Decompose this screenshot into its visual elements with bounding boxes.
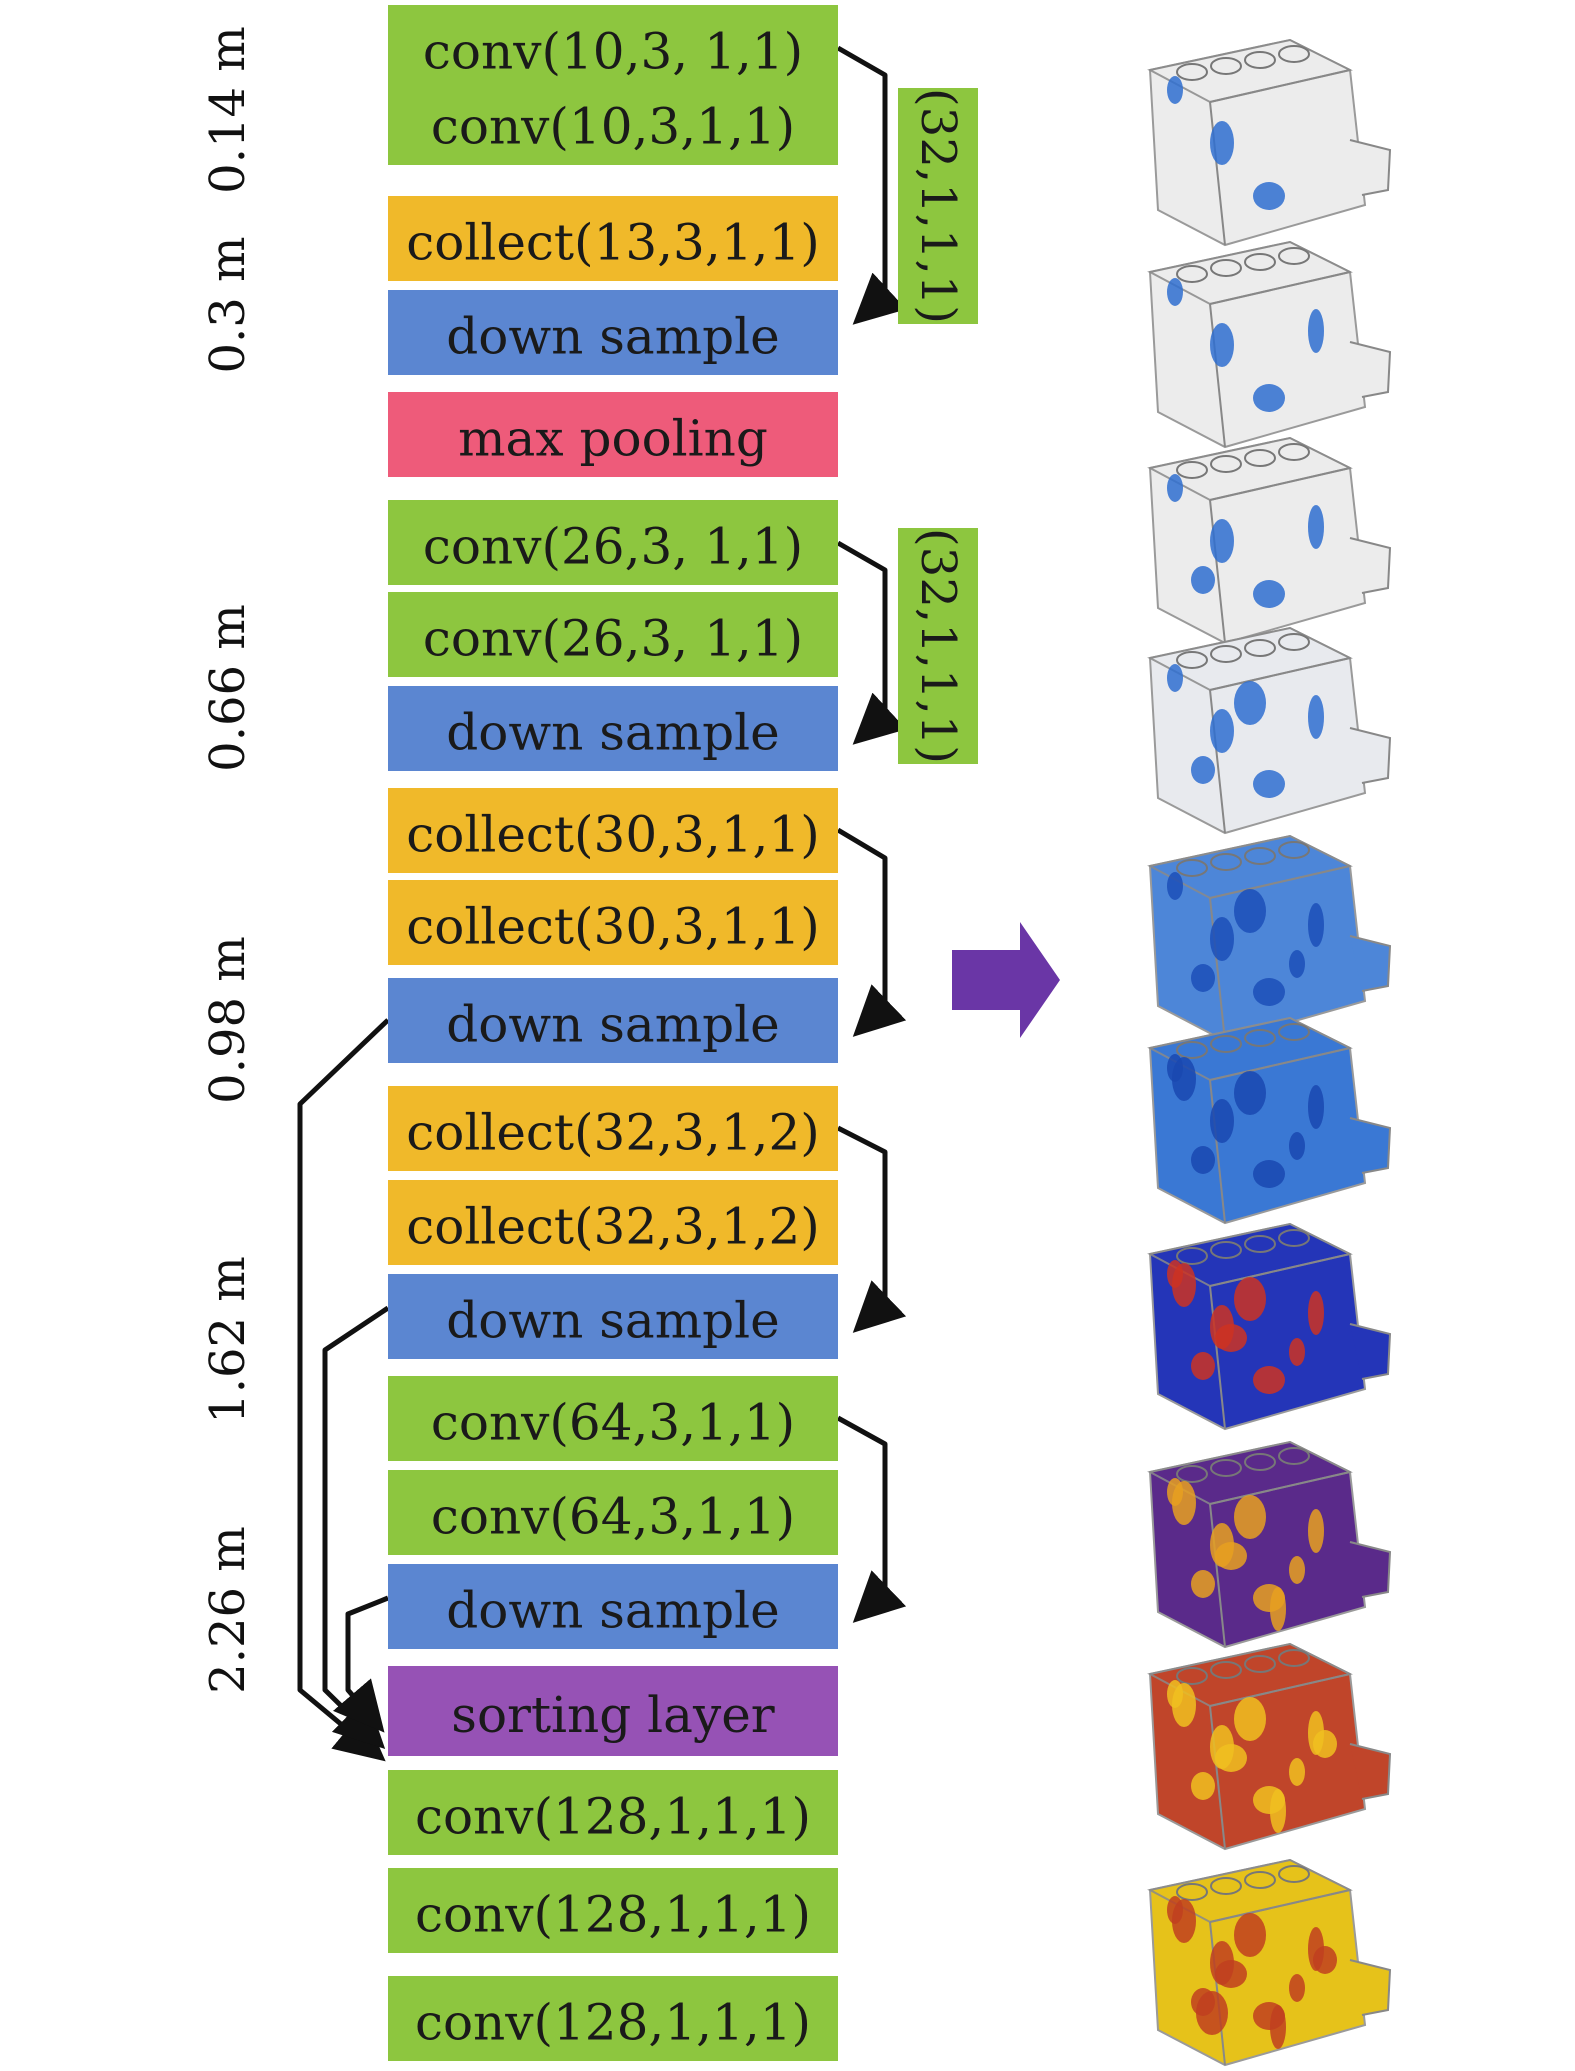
- distance-label-0-66m: 0.66 m: [200, 604, 256, 772]
- engine-render-1: [1147, 38, 1392, 247]
- layer-box-collect: collect(30,3,1,1): [388, 880, 838, 965]
- layer-box-fill: [388, 1564, 838, 1649]
- layer-label: conv(128,1,1,1): [415, 1886, 811, 1944]
- layer-label: conv(26,3, 1,1): [423, 518, 803, 576]
- layer-label: down sample: [446, 996, 779, 1054]
- layer-box-fill: [388, 5, 838, 90]
- layer-box-fill: [388, 978, 838, 1063]
- layer-box-fill: [388, 290, 838, 375]
- engine-render-6: [1147, 1016, 1392, 1225]
- engine-visualization-column: [1147, 38, 1392, 2067]
- long-arrow-from-down-sample-4: [322, 1305, 390, 1750]
- layer-box-collect: collect(32,3,1,2): [388, 1180, 838, 1265]
- layer-box-down: down sample: [388, 290, 838, 375]
- layer-box-fill: [388, 592, 838, 677]
- engine-render-9: [1147, 1642, 1392, 1851]
- long-arrow-from-down-sample-3: [297, 1018, 390, 1762]
- layer-label: conv(26,3, 1,1): [423, 610, 803, 668]
- side-param-label-1: (32,1,1,1): [910, 88, 966, 324]
- layer-label: conv(128,1,1,1): [415, 1788, 811, 1846]
- layer-box-fill: [388, 1180, 838, 1265]
- engine-render-10: [1147, 1858, 1392, 2067]
- distance-labels: 0.14 m 0.3 m 0.66 m 0.98 m 1.62 m 2.26 m: [200, 26, 256, 1694]
- layer-label: conv(128,1,1,1): [415, 1994, 811, 2052]
- layer-box-down: down sample: [388, 1274, 838, 1359]
- skip-connection-arrows: [297, 45, 907, 1762]
- skip-arrow-block-1: [836, 45, 907, 325]
- layer-box-fill: [388, 788, 838, 873]
- skip-arrow-block-4: [836, 1125, 907, 1333]
- engine-render-3: [1147, 436, 1392, 645]
- layer-box-fill: [388, 1274, 838, 1359]
- skip-arrow-block-5: [836, 1415, 907, 1623]
- side-param-box-2: (32,1,1,1): [898, 528, 978, 764]
- layer-box-conv: conv(128,1,1,1): [388, 1868, 838, 1953]
- layer-box-fill: [388, 196, 838, 281]
- layer-label: sorting layer: [451, 1686, 774, 1744]
- engine-render-4: [1147, 626, 1392, 835]
- layer-box-conv: conv(64,3,1,1): [388, 1470, 838, 1555]
- layer-box-fill: [388, 80, 838, 165]
- layer-label: down sample: [446, 1582, 779, 1640]
- side-param-label-2: (32,1,1,1): [910, 528, 966, 764]
- layer-box-fill: [388, 392, 838, 477]
- distance-label-0-3m: 0.3 m: [200, 236, 256, 373]
- layer-box-conv: conv(26,3, 1,1): [388, 592, 838, 677]
- layer-label: conv(64,3,1,1): [431, 1488, 795, 1546]
- engine-render-8: [1147, 1440, 1392, 1649]
- layer-box-conv: conv(26,3, 1,1): [388, 500, 838, 585]
- layer-box-fill: [388, 500, 838, 585]
- layer-box-conv: conv(128,1,1,1): [388, 1770, 838, 1855]
- layer-label: collect(32,3,1,2): [406, 1198, 820, 1256]
- layer-box-sort: sorting layer: [388, 1666, 838, 1756]
- layer-box-collect: collect(13,3,1,1): [388, 196, 838, 281]
- layer-box-conv: conv(10,3,1,1): [388, 80, 838, 165]
- layer-stack: conv(10,3, 1,1) conv(10,3,1,1) collect(13,…: [388, 5, 838, 2061]
- layer-box-collect: collect(30,3,1,1): [388, 788, 838, 873]
- layer-label: collect(30,3,1,1): [406, 898, 820, 956]
- skip-arrow-block-2: [836, 540, 907, 745]
- layer-box-down: down sample: [388, 686, 838, 771]
- long-arrow-from-down-sample-5: [332, 1595, 389, 1733]
- distance-label-0-98m: 0.98 m: [200, 936, 256, 1104]
- layer-label: max pooling: [458, 410, 768, 468]
- layer-label: down sample: [446, 1292, 779, 1350]
- layer-label: down sample: [446, 308, 779, 366]
- layer-box-fill: [388, 1376, 838, 1461]
- layer-box-fill: [388, 1086, 838, 1171]
- distance-label-0-14m: 0.14 m: [200, 26, 256, 194]
- layer-box-fill: [388, 880, 838, 965]
- distance-label-1-62m: 1.62 m: [200, 1256, 256, 1424]
- side-param-box-1: (32,1,1,1): [898, 88, 978, 324]
- engine-render-2: [1147, 240, 1392, 449]
- layer-box-fill: [388, 1666, 838, 1756]
- layer-label: collect(32,3,1,2): [406, 1104, 820, 1162]
- distance-label-2-26m: 2.26 m: [200, 1526, 256, 1694]
- layer-label: down sample: [446, 704, 779, 762]
- layer-label: collect(30,3,1,1): [406, 806, 820, 864]
- layer-label: collect(13,3,1,1): [406, 214, 820, 272]
- engine-render-7: [1147, 1222, 1392, 1431]
- layer-box-conv: conv(64,3,1,1): [388, 1376, 838, 1461]
- layer-box-pool: max pooling: [388, 392, 838, 477]
- layer-box-fill: [388, 1976, 838, 2061]
- layer-label: conv(10,3,1,1): [431, 98, 795, 156]
- engine-render-5: [1147, 834, 1392, 1043]
- transition-arrow: [952, 922, 1060, 1038]
- layer-label: conv(10,3, 1,1): [423, 23, 803, 81]
- layer-box-conv: conv(128,1,1,1): [388, 1976, 838, 2061]
- layer-box-fill: [388, 686, 838, 771]
- layer-box-fill: [388, 1470, 838, 1555]
- layer-box-down: down sample: [388, 978, 838, 1063]
- layer-box-fill: [388, 1868, 838, 1953]
- layer-box-conv: conv(10,3, 1,1): [388, 5, 838, 90]
- layer-box-fill: [388, 1770, 838, 1855]
- layer-label: conv(64,3,1,1): [431, 1394, 795, 1452]
- skip-arrow-block-3: [836, 827, 907, 1037]
- layer-box-collect: collect(32,3,1,2): [388, 1086, 838, 1171]
- layer-box-down: down sample: [388, 1564, 838, 1649]
